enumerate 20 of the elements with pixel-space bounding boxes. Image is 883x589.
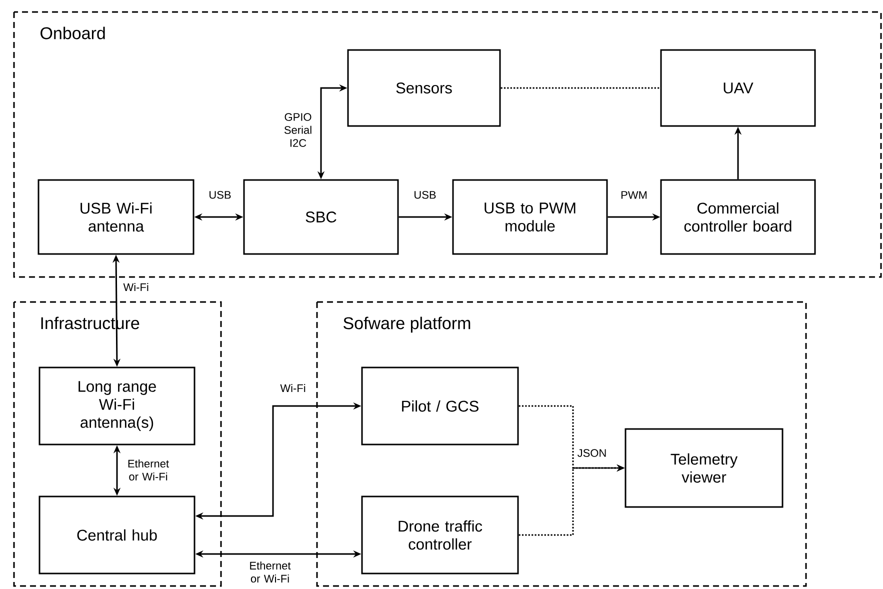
edge-label: GPIO Serial I2C — [276, 112, 320, 148]
edge-label: Ethernet or Wi-Fi — [238, 560, 302, 584]
process-box: Long range Wi-Fi antenna(s) — [38, 366, 196, 446]
process-box: Sensors — [347, 49, 501, 127]
edge-label: Wi-Fi — [278, 382, 308, 394]
process-box: Telemetry viewer — [624, 428, 784, 508]
edge-label: Wi-Fi — [122, 282, 150, 292]
process-box: UAV — [660, 49, 816, 127]
process-box: Drone traffic controller — [361, 496, 519, 574]
process-box: Commercial controller board — [660, 179, 816, 255]
process-box: USB Wi-Fi antenna — [38, 179, 194, 255]
process-box: Central hub — [38, 496, 196, 574]
process-box: Pilot / GCS — [361, 366, 519, 446]
edge-label: PWM — [619, 190, 649, 200]
edge-label: USB — [207, 189, 233, 200]
process-box: USB to PWM module — [452, 179, 608, 255]
process-box: SBC — [243, 179, 399, 255]
edge-label: Ethernet or Wi-Fi — [122, 458, 175, 482]
edge-label: JSON — [576, 448, 608, 458]
edge-label: USB — [412, 189, 438, 200]
